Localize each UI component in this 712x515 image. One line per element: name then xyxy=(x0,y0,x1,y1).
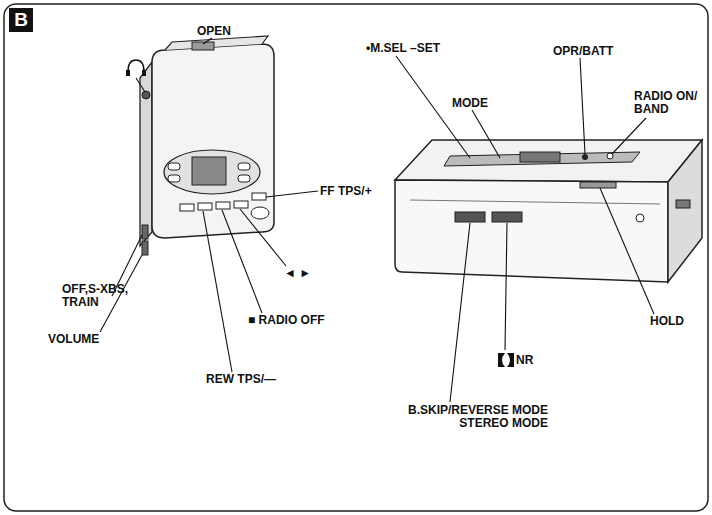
part-label: RADIO ON/ BAND xyxy=(634,90,704,116)
part-label: ◄ ► xyxy=(284,267,311,280)
part-label: OPEN xyxy=(197,25,231,38)
part-label: MODE xyxy=(452,97,488,110)
part-label: VOLUME xyxy=(48,333,99,346)
part-label: FF TPS/+ xyxy=(320,185,372,198)
panel-letter-box: B xyxy=(9,8,33,32)
part-label: OFF,S-XBS, TRAIN xyxy=(62,283,132,309)
part-label: B.SKIP/REVERSE MODE STEREO MODE xyxy=(398,404,548,430)
part-label: ■ RADIO OFF xyxy=(248,314,325,327)
part-label: •M.SEL –SET xyxy=(366,42,440,55)
panel-letter: B xyxy=(14,9,28,31)
part-label: REW TPS/— xyxy=(206,373,276,386)
part-label: HOLD xyxy=(650,315,684,328)
part-label: NR xyxy=(516,354,533,367)
part-label: OPR/BATT xyxy=(553,45,613,58)
